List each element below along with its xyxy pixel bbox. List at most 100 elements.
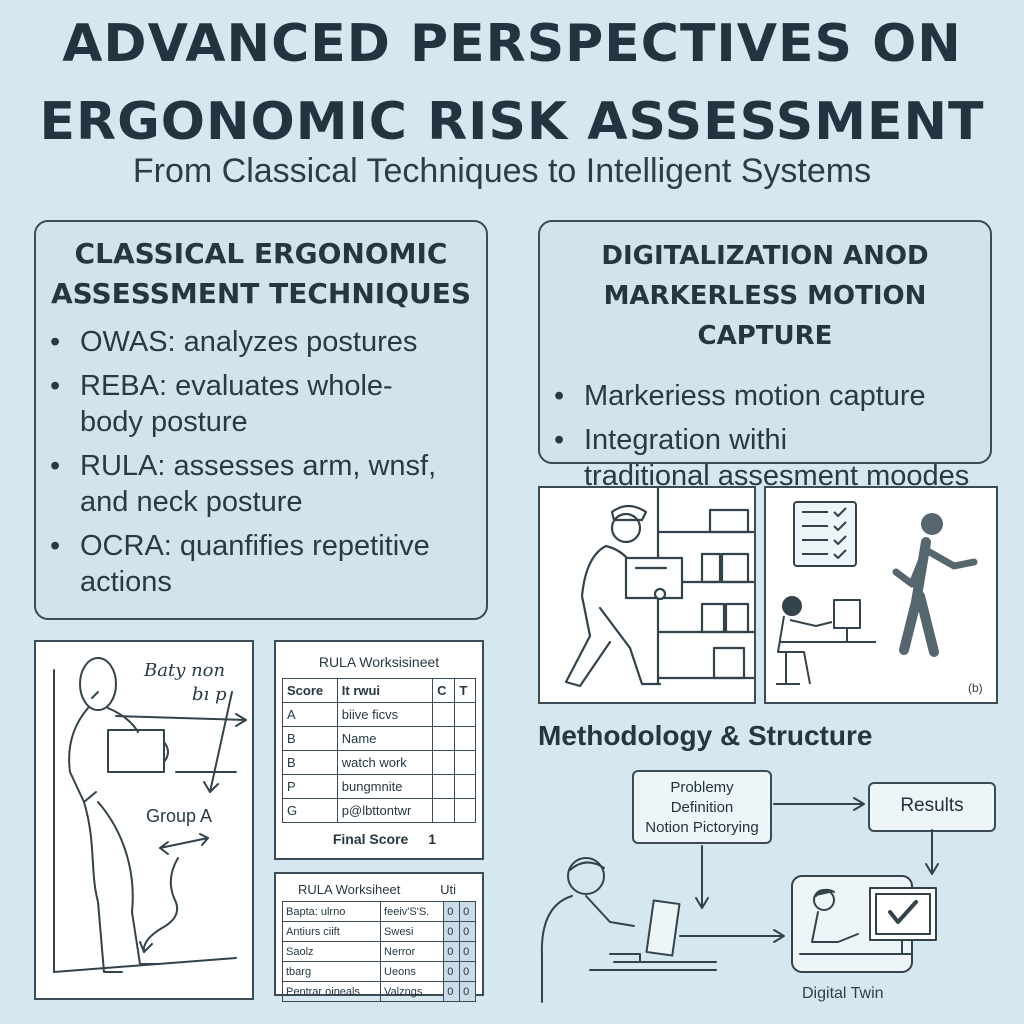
classical-techniques-panel: CLASSICAL ERGONOMIC ASSESSMENT TECHNIQUE… [34,220,488,620]
cell: p@lbttontwr [336,798,434,823]
classical-heading-line-1: CLASSICAL ERGONOMIC [74,237,448,270]
cell: Name [336,726,434,751]
title-line-2: ERGONOMIC RISK ASSESSMENT [39,92,985,152]
final-score-label: Final Score [332,831,409,847]
cell: B [282,726,338,751]
cell [454,726,476,751]
rula-sheet-2-header: RULA Worksiheet Uti [282,880,476,901]
cell: P [282,774,338,799]
cell: Ueons [380,961,445,982]
methodology-diagram: Digital Twin [540,797,939,1003]
header-c: C [432,678,456,703]
rula-sheet-1-title: RULA Worksisineet [318,654,440,670]
lifting-figure-icon: Baty non bı p Group A [53,657,247,973]
cell: 0 [443,901,461,922]
sketch-annotation-1: Baty non [143,660,225,681]
page-title: ADVANCED PERSPECTIVES ON ERGONOMIC RISK … [0,14,1024,152]
methodology-heading: Methodology & Structure [538,720,873,751]
cell: 0 [459,941,476,962]
digital-list: Markeriess motion capture Integration wi… [540,378,990,494]
classical-heading: CLASSICAL ERGONOMIC ASSESSMENT TECHNIQUE… [36,234,486,314]
rula-sheet-2-title-right: Uti [440,882,456,897]
cell: Pentrar oineals [281,981,382,1002]
panel-b-label: (b) [968,681,983,695]
cell [432,726,456,751]
classical-item-reba: REBA: evaluates whole-body posture [36,368,486,440]
cell: G [282,798,338,823]
classical-item-text-2: and neck posture [80,486,303,518]
motion-capture-illustration: (b) [764,486,998,704]
classical-item-text-2: actions [80,566,172,598]
cell: bungmnite [336,774,434,799]
cell: Swesi [380,921,445,942]
cell: feeiv'S'S. [380,901,445,922]
classical-item-text-2: body posture [80,406,248,438]
group-a-label: Group A [146,806,212,826]
cell [454,702,476,727]
classical-list: OWAS: analyzes postures REBA: evaluates … [36,324,486,600]
digitalization-panel: DIGITALIZATION ANOD MARKERLESS MOTION CA… [538,220,992,492]
warehouse-worker-illustration [538,486,756,704]
cell: 0 [443,981,461,1002]
cell: 0 [459,921,476,942]
classical-item-rula: RULA: assesses arm, wnsf,and neck postur… [36,448,486,520]
digital-item-text: Integration withi [584,424,788,456]
classical-heading-line-2: ASSESSMENT TECHNIQUES [50,277,472,310]
final-score-value: 1 [428,831,436,847]
header-item: It rwui [336,678,434,703]
worker-carrying-box-icon [564,486,756,688]
cell: 0 [459,961,476,982]
digital-twin-caption: Digital Twin [802,985,884,1002]
title-line-1: ADVANCED PERSPECTIVES ON [62,14,962,74]
cell: A [282,702,338,727]
problem-box-line-2: Definition [670,799,734,816]
sketch-annotation-2: bı p [192,684,227,705]
digital-heading: DIGITALIZATION ANOD MARKERLESS MOTION CA… [540,236,990,356]
cell: Bapta: ulrno [281,901,382,922]
classical-item-text: OWAS: analyzes postures [80,326,418,358]
digital-heading-line-1: DIGITALIZATION ANOD [601,241,929,271]
cell [454,750,476,775]
cell: tbarg [281,961,382,982]
classical-item-text: REBA: evaluates whole- [80,370,393,402]
digital-item-text: Markeriess motion capture [584,380,926,412]
header-t: T [454,678,476,703]
rula-sheet-2-title: RULA Worksiheet [298,882,401,897]
cell: Valzngs [380,981,445,1002]
cell [432,798,456,823]
lifting-posture-sketch: Baty non bı p Group A [34,640,254,1000]
cell: 0 [459,981,476,1002]
table-header-row: Score It rwui C T [282,678,476,703]
cell [454,774,476,799]
digital-heading-line-2: MARKERLESS MOTION CAPTURE [603,281,927,351]
final-score-row: Final Score 1 [282,823,476,847]
classical-item-ocra: OCRA: quanfifies repetitive actions [36,528,486,600]
classical-item-text: OCRA: quanfifies repetitive [80,530,430,562]
problem-box-line-3: Notion Pictorying [645,819,759,836]
motion-capture-figure-icon: (b) [776,501,983,695]
digital-item-markerless: Markeriess motion capture [540,378,990,414]
cell [432,750,456,775]
header-score: Score [282,678,338,703]
results-box: Results [868,782,996,832]
results-label: Results [900,795,964,816]
cell: Antiurs ciift [281,921,382,942]
cell: watch work [336,750,434,775]
problem-definition-box: Problemy Definition Notion Pictorying [632,770,772,844]
cell [432,702,456,727]
cell [454,798,476,823]
